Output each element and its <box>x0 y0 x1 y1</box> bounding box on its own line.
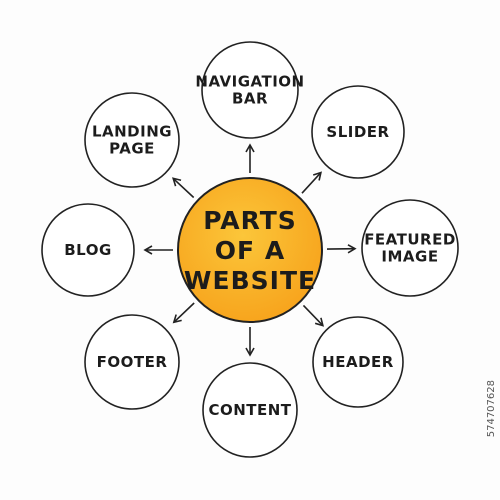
node-label-line: FEATURED <box>364 231 456 249</box>
node-circle-header <box>312 316 404 408</box>
arrow-to-footer <box>172 302 195 324</box>
center-label-line: PARTS <box>203 206 297 235</box>
node-label-line: HEADER <box>322 353 394 371</box>
node-label-line: LANDING <box>92 123 172 141</box>
node-label-line: NAVIGATION <box>195 73 304 91</box>
center-label-line: OF A <box>215 236 285 265</box>
node-label-line: SLIDER <box>326 123 389 141</box>
node-label-blog: BLOG <box>64 241 112 259</box>
node-footer: FOOTER <box>84 314 180 410</box>
node-circle-landing-page <box>84 92 180 188</box>
node-label-footer: FOOTER <box>97 353 168 371</box>
center-label-line: WEBSITE <box>184 266 316 295</box>
center-circle <box>177 177 323 323</box>
node-label-line: CONTENT <box>208 401 291 419</box>
node-circle-footer <box>84 314 180 410</box>
node-circle-navigation-bar <box>201 41 299 139</box>
node-label-content: CONTENT <box>208 401 291 419</box>
arrow-to-header <box>302 304 325 327</box>
node-label-line: BAR <box>232 90 268 108</box>
arrow-to-slider <box>301 171 322 194</box>
node-circle-blog <box>41 203 135 297</box>
node-label-line: PAGE <box>109 140 155 158</box>
node-blog: BLOG <box>41 203 135 297</box>
node-circle-slider <box>311 85 405 179</box>
node-slider: SLIDER <box>311 85 405 179</box>
node-content: CONTENT <box>202 362 298 458</box>
node-header: HEADER <box>312 316 404 408</box>
node-circle-content <box>202 362 298 458</box>
node-label-line: FOOTER <box>97 353 168 371</box>
arrow-to-landing-page <box>172 177 195 199</box>
node-label-slider: SLIDER <box>326 123 389 141</box>
stock-id-label: 574707628 <box>486 380 497 438</box>
arrows-layer <box>143 143 357 357</box>
node-label-header: HEADER <box>322 353 394 371</box>
node-label-line: IMAGE <box>381 248 438 266</box>
node-label-line: BLOG <box>64 241 112 259</box>
node-circle-featured-image <box>361 199 459 297</box>
